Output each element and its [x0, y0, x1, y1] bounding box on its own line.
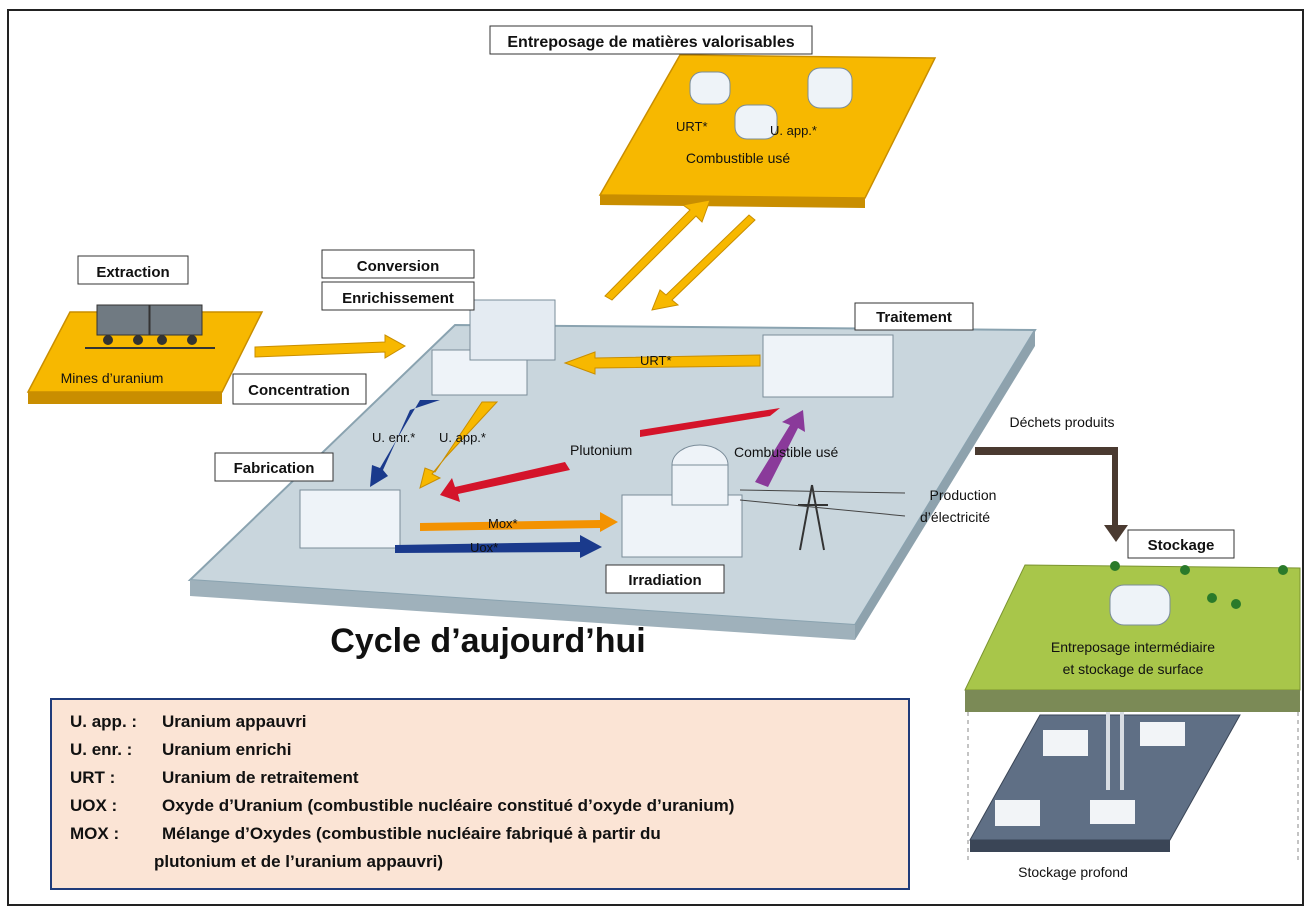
reactor-building: [621, 444, 743, 558]
tree-icon: [1180, 565, 1190, 575]
label-enrichissement: Enrichissement: [342, 290, 454, 307]
tree-icon: [1278, 565, 1288, 575]
deep-cell-1: [1043, 730, 1088, 756]
label-box-concentration: [232, 373, 367, 405]
deep-cell-3: [995, 800, 1040, 826]
arrow-uox: [395, 535, 602, 558]
arrow-u-enr: [370, 400, 440, 487]
legend-abbr: U. enr. :: [70, 740, 133, 759]
tree-icon: [1110, 561, 1120, 571]
legend-row: URT : Uranium de retraitement: [70, 768, 359, 788]
label-irradiation: Irradiation: [628, 572, 701, 589]
arrow-to-storage: [604, 199, 711, 301]
pylon-icon: [798, 484, 828, 551]
legend-text: Oxyde d’Uranium (combustible nucléaire c…: [162, 796, 735, 815]
cycle-title: Cycle d’aujourd’hui: [330, 622, 645, 660]
storage-hangar-3: [807, 67, 853, 109]
legend-abbr: UOX :: [70, 796, 118, 815]
power-line-1: [739, 489, 906, 494]
arrow-from-storage: [651, 214, 756, 311]
label-uox: Uox*: [470, 540, 498, 555]
fabrication-building: [299, 489, 401, 549]
label-fabrication: Fabrication: [234, 460, 315, 477]
label-urt-small: URT*: [676, 119, 708, 134]
legend-continuation: plutonium et de l’uranium appauvri): [154, 852, 444, 871]
label-box-stockage: [1127, 529, 1235, 559]
label-entreposage-1: Entreposage intermédiaire: [1051, 639, 1215, 655]
label-box-extraction: [77, 255, 189, 285]
stockage-hangar: [1109, 584, 1171, 626]
label-traitement: Traitement: [876, 309, 952, 326]
traitement-building: [762, 334, 894, 398]
storage-hangar-2: [734, 104, 778, 140]
arrow-urt: [563, 351, 761, 375]
legend-row: MOX : Mélange d’Oxydes (combustible nuclé…: [70, 824, 661, 844]
label-conversion: Conversion: [357, 258, 440, 275]
label-box-irradiation: [605, 564, 725, 594]
arrow-mox: [420, 512, 618, 532]
label-box-enrichissement: [321, 281, 475, 311]
label-box-traitement: [854, 302, 974, 331]
label-mines: Mines d’uranium: [61, 370, 164, 386]
conversion-building: [431, 299, 556, 396]
stockage-platform: [964, 561, 1301, 860]
label-box-conversion: [321, 249, 475, 279]
label-box-fabrication: [214, 452, 334, 482]
storage-platform-top: [598, 54, 937, 208]
label-combustible-use-top: Combustible usé: [686, 150, 790, 166]
tree-icon: [1231, 599, 1241, 609]
label-stockage-profond: Stockage profond: [1018, 864, 1128, 880]
power-line-2: [739, 499, 906, 517]
mine-cart-2: [149, 304, 203, 336]
label-extraction: Extraction: [96, 264, 169, 281]
legend-box: U. app. : Uranium appauvri U. enr. : Urani…: [50, 698, 910, 890]
legend-abbr: U. app. :: [70, 712, 138, 731]
label-mox: Mox*: [488, 516, 518, 531]
legend-row: UOX : Oxyde d’Uranium (combustible nucléa…: [70, 796, 734, 816]
mine-cart-1: [96, 304, 150, 336]
label-production-2: d’électricité: [920, 509, 990, 525]
storage-hangar-1: [689, 71, 731, 105]
label-storage-top: Entreposage de matières valorisables: [507, 34, 794, 51]
legend-text: Uranium appauvri: [162, 712, 307, 731]
legend-text: Uranium enrichi: [162, 740, 292, 759]
arrow-u-app: [419, 401, 499, 489]
deep-cell-4: [1090, 800, 1135, 824]
label-entreposage-2: et stockage de surface: [1063, 661, 1204, 677]
arrow-plutonium-lower: [440, 462, 570, 502]
label-u-enr: U. enr.*: [372, 430, 415, 445]
arrow-dechets: [975, 447, 1128, 542]
arrow-combustible-use: [755, 410, 805, 487]
arrow-mines-to-conversion: [254, 334, 407, 359]
mines-platform: [26, 304, 264, 404]
label-box-storage: [489, 25, 813, 55]
label-concentration: Concentration: [248, 382, 350, 399]
legend-text: Mélange d’Oxydes (combustible nucléaire …: [162, 824, 661, 843]
label-u-app: U. app.*: [439, 430, 486, 445]
label-dechets: Déchets produits: [1009, 414, 1114, 430]
legend-abbr: URT :: [70, 768, 116, 787]
label-urt-arrow: URT*: [640, 353, 672, 368]
label-production-1: Production: [930, 487, 997, 503]
label-combustible-use: Combustible usé: [734, 444, 838, 460]
legend-row: U. app. : Uranium appauvri: [70, 712, 307, 732]
label-stockage: Stockage: [1148, 537, 1215, 554]
label-plutonium: Plutonium: [570, 442, 632, 458]
arrow-plutonium-upper: [640, 408, 780, 437]
legend-abbr: MOX :: [70, 824, 120, 843]
label-u-app-small: U. app.*: [770, 123, 817, 138]
legend-text: Uranium de retraitement: [162, 768, 359, 787]
deep-cell-2: [1140, 722, 1185, 746]
frame: [7, 9, 1304, 906]
tree-icon: [1207, 593, 1217, 603]
legend-row: U. enr. : Uranium enrichi: [70, 740, 291, 760]
